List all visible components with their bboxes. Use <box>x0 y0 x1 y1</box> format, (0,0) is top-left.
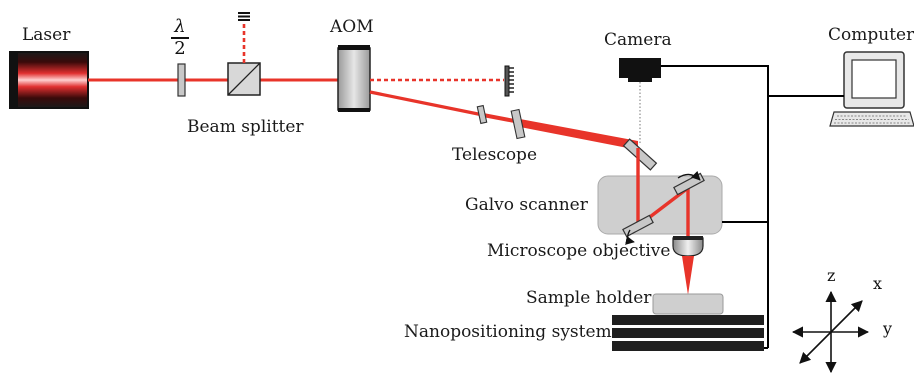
nanopositioning-stage <box>612 315 764 351</box>
camera-label: Camera <box>604 30 672 50</box>
coordinate-axes <box>791 290 870 374</box>
control-cables <box>661 65 844 349</box>
galvo-scanner-housing <box>597 175 723 235</box>
computer <box>829 51 914 127</box>
microscope-objective-label: Microscope objective <box>487 241 671 261</box>
galvo-beam-path <box>636 148 690 240</box>
first-order-beam <box>369 90 484 117</box>
beam-dump-top <box>238 12 250 21</box>
axis-y-label: y <box>883 319 893 338</box>
camera <box>619 58 661 82</box>
galvo-rotation-arrow-lower <box>625 229 635 245</box>
expanded-beam-wide <box>520 119 638 150</box>
focused-beam <box>682 256 694 295</box>
laser-source <box>9 51 89 109</box>
computer-label: Computer <box>828 25 914 45</box>
axis-z-label: z <box>827 266 836 285</box>
beam-dump-right <box>504 65 514 97</box>
nanopositioning-system-label: Nanopositioning system <box>404 322 612 342</box>
axis-x-label: x <box>873 274 883 293</box>
aom-modulator <box>337 45 371 112</box>
laser-label: Laser <box>22 25 71 45</box>
sample-holder-label: Sample holder <box>526 288 652 308</box>
telescope-label: Telescope <box>452 145 537 165</box>
beam-splitter-label: Beam splitter <box>187 117 304 137</box>
beam-splitter-cube <box>227 62 261 96</box>
telescope-lens-1 <box>476 104 488 125</box>
half-wave-numerator: λ <box>174 16 186 37</box>
fraction-bar <box>171 37 189 39</box>
half-wave-plate-label: λ 2 <box>170 18 190 58</box>
galvo-mirror-lower <box>622 214 654 238</box>
aom-label: AOM <box>330 17 374 37</box>
microscope-objective <box>672 236 704 257</box>
galvo-scanner-label: Galvo scanner <box>465 195 588 215</box>
half-wave-denominator: 2 <box>174 37 186 59</box>
half-wave-plate <box>177 63 186 97</box>
steering-mirror <box>622 138 658 171</box>
galvo-rotation-arrow-upper <box>677 170 701 181</box>
sample-holder <box>652 293 724 315</box>
telescope-lens-2 <box>510 108 526 140</box>
